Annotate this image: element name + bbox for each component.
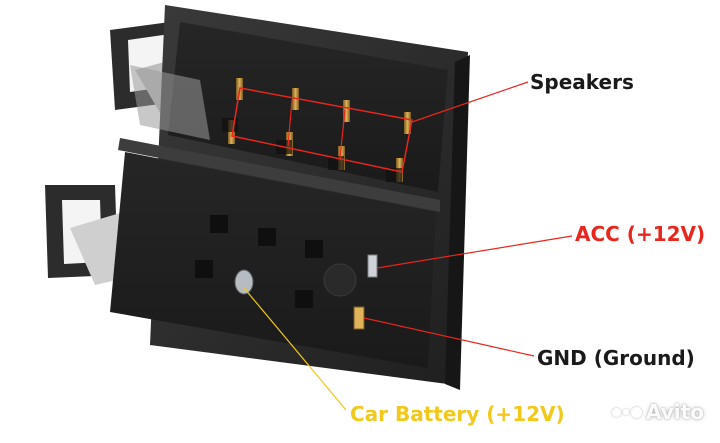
- acc-label: ACC (+12V): [575, 222, 706, 246]
- avito-logo-icon: [612, 406, 642, 418]
- speaker-pins: [222, 78, 413, 182]
- power-sockets: [195, 215, 378, 330]
- avito-watermark: Avito: [612, 400, 704, 424]
- watermark-text: Avito: [646, 400, 704, 424]
- gnd-label: GND (Ground): [537, 346, 695, 370]
- leader-lines: [243, 81, 573, 411]
- connector-housing: [110, 5, 470, 390]
- speakers-label: Speakers: [530, 70, 634, 94]
- car-battery-label: Car Battery (+12V): [350, 402, 565, 426]
